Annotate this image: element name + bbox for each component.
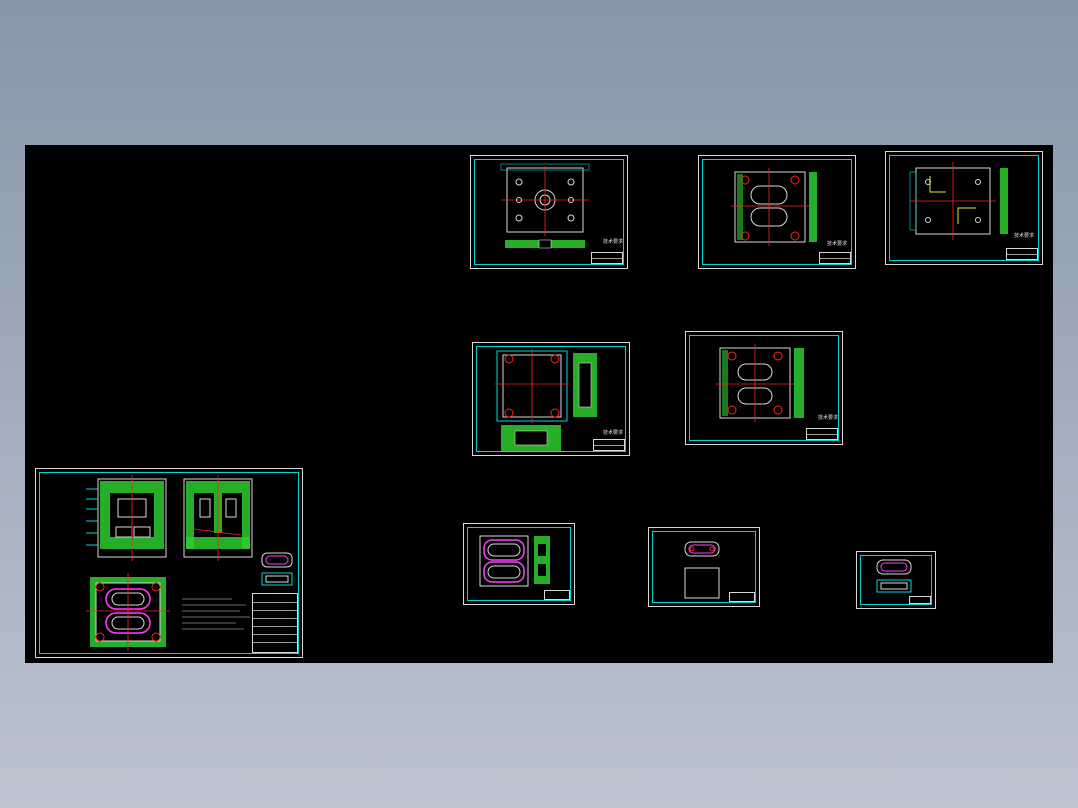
plate-1-drawing	[500, 163, 590, 249]
sheet-assembly[interactable]	[35, 468, 303, 658]
assembly-drawing	[86, 475, 293, 651]
plate-5-drawing	[716, 344, 804, 422]
sheet-core[interactable]	[648, 527, 760, 607]
title-block	[252, 593, 298, 653]
sheet-cavity[interactable]	[463, 523, 575, 605]
sheet-border	[689, 335, 839, 441]
plate-4-drawing	[495, 349, 597, 451]
sheet-plate-1[interactable]: 技术要求	[470, 155, 628, 269]
title-block	[909, 596, 931, 604]
sheet-border	[889, 155, 1039, 261]
sheet-plate-3[interactable]: 技术要求	[885, 151, 1043, 265]
title-block	[806, 428, 838, 440]
plate-5-note: 技术要求	[818, 415, 839, 421]
cavity-drawing	[479, 535, 550, 587]
plate-3-note: 技术要求	[1014, 233, 1035, 239]
sheet-border	[39, 472, 299, 654]
title-block	[1006, 248, 1038, 260]
sheet-plate-4[interactable]: 技术要求	[472, 342, 630, 456]
sheet-border	[474, 159, 624, 265]
sheet-border	[476, 346, 626, 452]
insert-drawing	[876, 559, 912, 593]
sheet-insert[interactable]	[856, 551, 936, 609]
title-block	[544, 590, 570, 600]
plate-1-note: 技术要求	[603, 239, 624, 245]
plate-2-note: 技术要求	[827, 241, 848, 247]
sheet-plate-5[interactable]: 技术要求	[685, 331, 843, 445]
drawing-canvas[interactable]: 技术要求 技术要求	[25, 145, 1053, 663]
title-block	[819, 252, 851, 264]
sheet-border	[702, 159, 852, 265]
core-drawing	[684, 541, 720, 599]
plate-2-drawing	[731, 168, 817, 246]
sheet-plate-2[interactable]: 技术要求	[698, 155, 856, 269]
plate-4-note: 技术要求	[603, 430, 624, 436]
sheet-border	[860, 555, 932, 605]
title-block	[591, 252, 623, 264]
title-block	[593, 439, 625, 451]
plate-3-drawing	[909, 162, 1008, 240]
title-block	[729, 592, 755, 602]
sheet-border	[652, 531, 756, 603]
sheet-border	[467, 527, 571, 601]
